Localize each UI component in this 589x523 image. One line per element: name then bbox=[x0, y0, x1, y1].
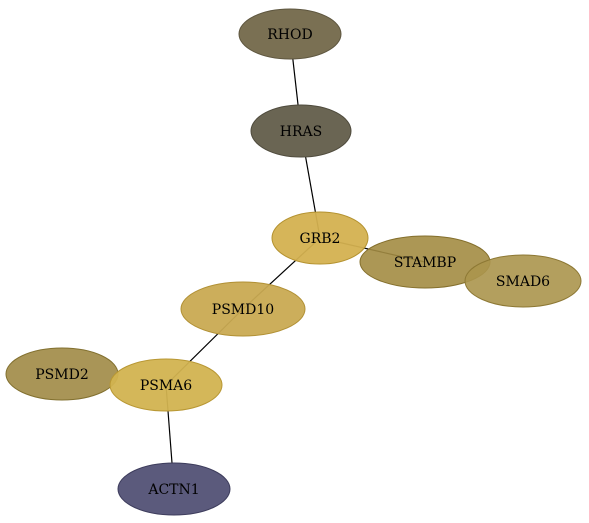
node-smad6[interactable]: SMAD6 bbox=[464, 254, 582, 308]
node-label-actn1: ACTN1 bbox=[147, 482, 199, 498]
node-ellipse-hras bbox=[250, 104, 352, 158]
node-ellipse-actn1 bbox=[117, 462, 231, 516]
node-label-rhod: RHOD bbox=[267, 27, 312, 43]
node-label-stambp: STAMBP bbox=[394, 255, 456, 271]
node-hras[interactable]: HRAS bbox=[250, 104, 352, 158]
node-psmd2[interactable]: PSMD2 bbox=[5, 347, 119, 401]
node-ellipse-grb2 bbox=[271, 211, 369, 265]
node-grb2[interactable]: GRB2 bbox=[271, 211, 369, 265]
node-psmd10[interactable]: PSMD10 bbox=[180, 281, 306, 337]
node-stambp[interactable]: STAMBP bbox=[359, 235, 491, 289]
node-label-psma6: PSMA6 bbox=[140, 378, 192, 394]
node-label-grb2: GRB2 bbox=[300, 231, 341, 247]
node-label-psmd10: PSMD10 bbox=[212, 302, 274, 318]
node-ellipse-smad6 bbox=[464, 254, 582, 308]
node-label-hras: HRAS bbox=[280, 124, 322, 140]
node-label-psmd2: PSMD2 bbox=[35, 367, 88, 383]
node-label-smad6: SMAD6 bbox=[496, 274, 550, 290]
node-psma6[interactable]: PSMA6 bbox=[109, 358, 223, 412]
node-ellipse-rhod bbox=[238, 8, 342, 60]
node-actn1[interactable]: ACTN1 bbox=[117, 462, 231, 516]
node-ellipse-psmd10 bbox=[180, 281, 306, 337]
node-rhod[interactable]: RHOD bbox=[238, 8, 342, 60]
node-ellipse-psma6 bbox=[109, 358, 223, 412]
